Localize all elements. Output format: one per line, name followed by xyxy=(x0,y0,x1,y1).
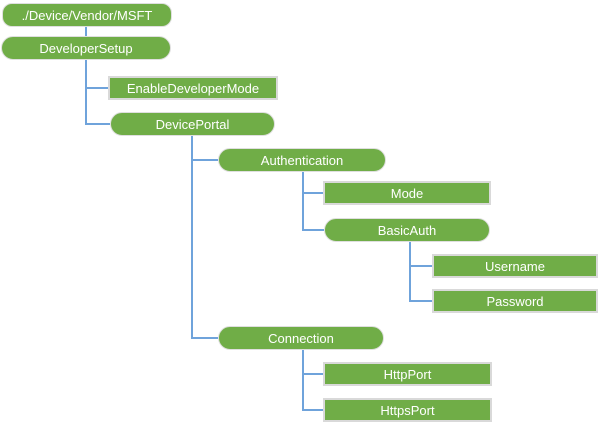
connector-line xyxy=(302,373,323,375)
connector-line xyxy=(302,350,304,411)
node-authentication: Authentication xyxy=(218,148,386,172)
connector-line xyxy=(85,87,108,89)
node-mode: Mode xyxy=(323,181,491,205)
connector-line xyxy=(191,136,193,339)
node-developer-setup: DeveloperSetup xyxy=(1,36,171,60)
connector-line xyxy=(409,242,411,302)
node-http-port: HttpPort xyxy=(323,362,492,386)
connector-line xyxy=(302,172,304,231)
connector-line xyxy=(409,265,432,267)
connector-line xyxy=(85,60,87,125)
node-basic-auth: BasicAuth xyxy=(324,218,490,242)
connector-line xyxy=(85,123,110,125)
connector-line xyxy=(191,159,218,161)
node-https-port: HttpsPort xyxy=(323,398,492,422)
node-connection: Connection xyxy=(218,326,384,350)
node-username: Username xyxy=(432,254,598,278)
connector-line xyxy=(302,409,323,411)
node-device-portal: DevicePortal xyxy=(110,112,275,136)
connector-line xyxy=(409,300,432,302)
connector-line xyxy=(302,192,323,194)
connector-line xyxy=(85,27,87,36)
node-password: Password xyxy=(432,289,598,313)
connector-line xyxy=(191,337,218,339)
node-root: ./Device/Vendor/MSFT xyxy=(2,3,172,27)
node-enable-developer-mode: EnableDeveloperMode xyxy=(108,76,278,100)
connector-line xyxy=(302,229,324,231)
